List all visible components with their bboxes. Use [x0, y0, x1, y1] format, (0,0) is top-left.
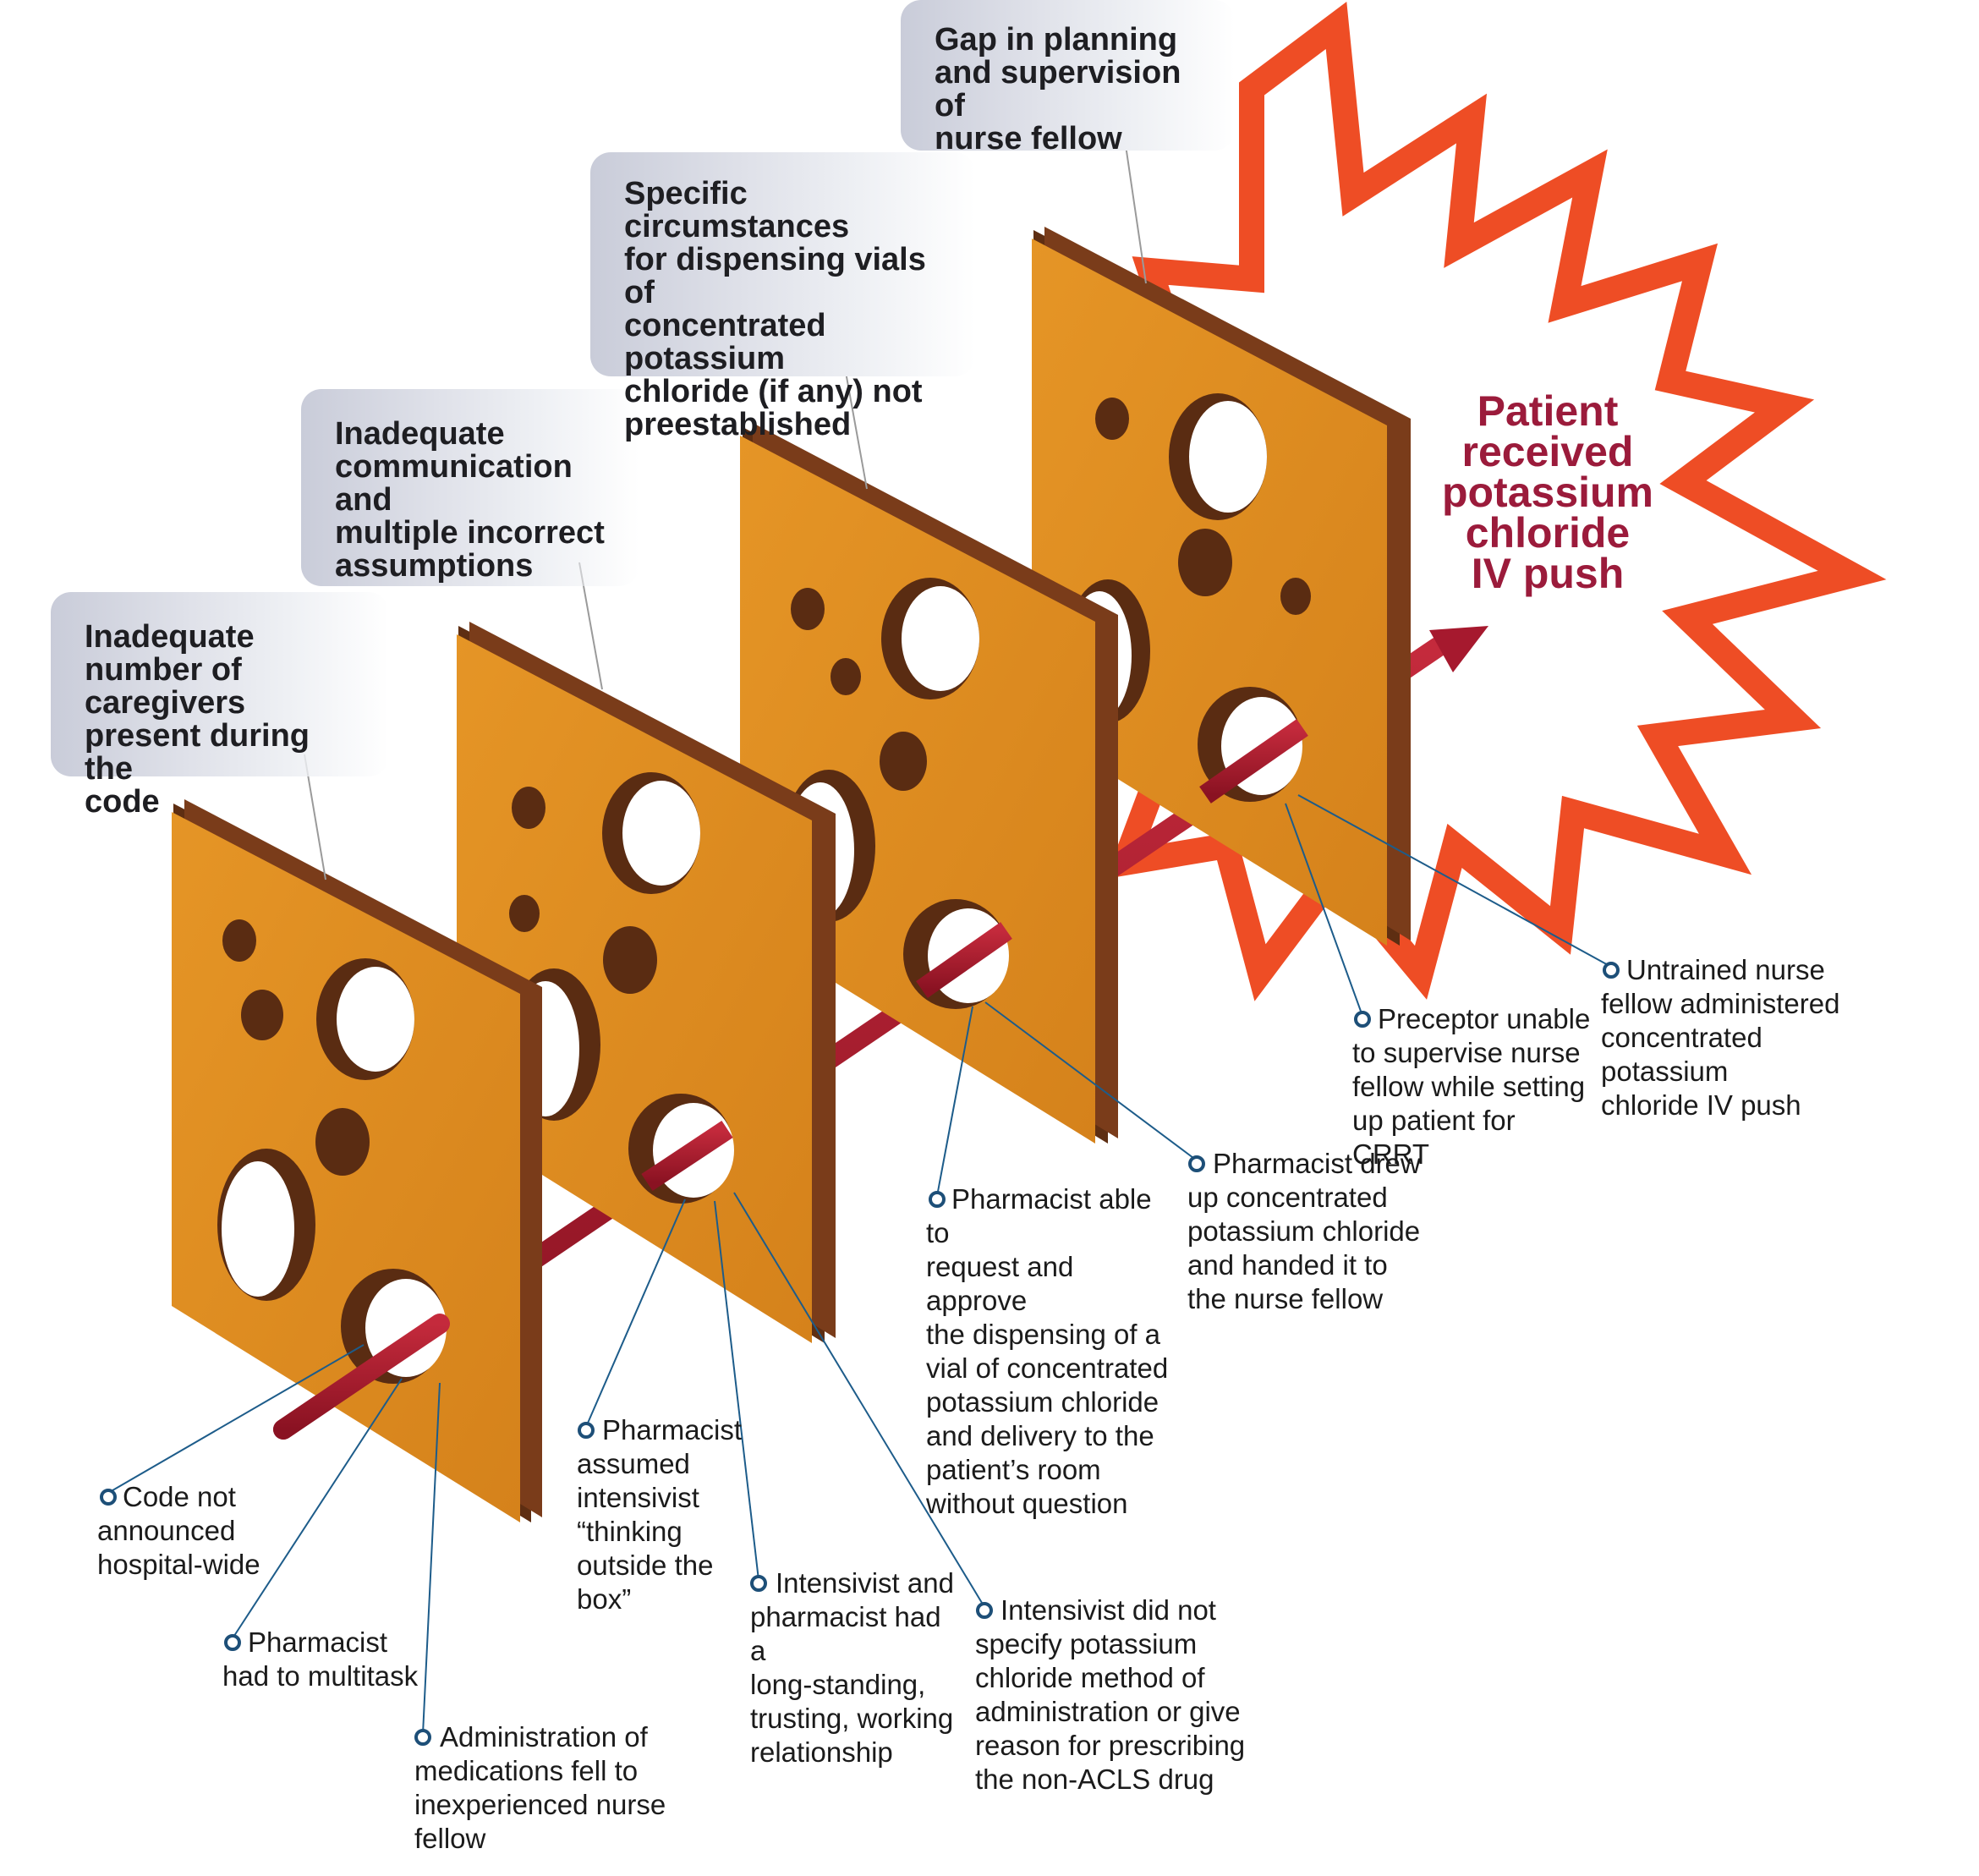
callout-communication: Inadequate communication and multiple in…: [301, 389, 639, 586]
failure-inexperienced-nurse: Administration of medications fell to in…: [414, 1721, 666, 1854]
callout-dispensing: Specific circumstances for dispensing vi…: [590, 152, 975, 442]
bullet-icon: [1188, 1155, 1205, 1172]
failure-untrained-nurse: Untrained nurse fellow administered conc…: [1601, 954, 1840, 1121]
bullet-icon: [1603, 962, 1620, 979]
failure-leaders: [107, 794, 1612, 1735]
cheese-slice-4: [1032, 227, 1411, 946]
bullet-icon: [414, 1729, 431, 1746]
arrowhead-icon: [1429, 626, 1488, 672]
bullet-icon: [224, 1634, 241, 1651]
failure-pharmacist-multitask: Pharmacist had to multitask: [222, 1626, 419, 1692]
failure-dispensing-without-question: Pharmacist able to request and approve t…: [926, 1183, 1169, 1519]
hazard-arrow-through-holes: [273, 719, 1308, 1440]
bullet-icon: [750, 1575, 767, 1592]
bullet-icon: [929, 1191, 946, 1208]
failure-bullets: [100, 962, 1620, 1746]
callout-caregivers: Inadequate number of caregivers present …: [51, 592, 389, 819]
failure-thinking-outside-box: Pharmacist assumed intensivist “thinking…: [577, 1414, 743, 1615]
bullet-icon: [1354, 1011, 1371, 1028]
outcome-label: Patient received potassium chloride IV p…: [1441, 387, 1654, 597]
bullet-icon: [578, 1422, 595, 1439]
failure-code-not-announced: Code not announced hospital-wide: [97, 1481, 260, 1580]
failure-method-not-specified: Intensivist did not specify potassium ch…: [975, 1594, 1246, 1795]
bullet-icon: [976, 1602, 993, 1619]
callout-supervision: Gap in planning and supervision of nurse…: [901, 0, 1235, 156]
bullet-icon: [100, 1489, 117, 1506]
failure-preceptor-unable: Preceptor unable to supervise nurse fell…: [1352, 1003, 1591, 1170]
failure-trusting-relationship: Intensivist and pharmacist had a long-st…: [750, 1567, 954, 1768]
failure-pharmacist-drew-up: Pharmacist drew up concentrated potassiu…: [1187, 1148, 1421, 1314]
